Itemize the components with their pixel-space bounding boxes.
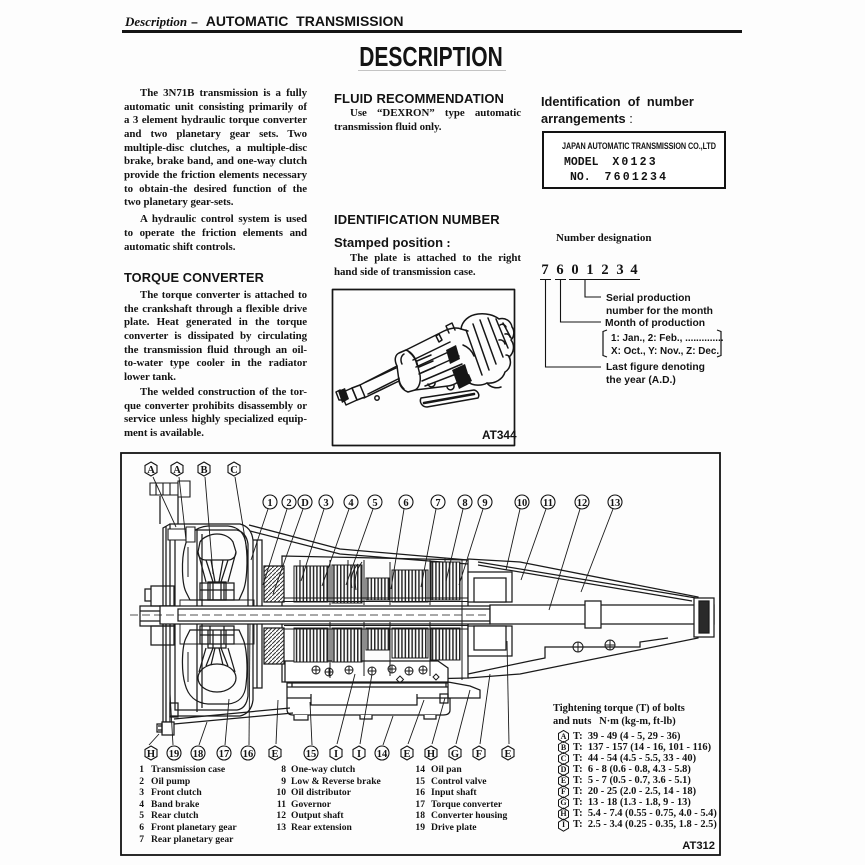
svg-text:T: 6 - 8 (0.6 - 0.8, 4.3 - 5.: T: 6 - 8 (0.6 - 0.8, 4.3 - 5.8) (573, 764, 691, 775)
svg-text:2: 2 (286, 498, 291, 509)
svg-text:4: 4 (348, 498, 354, 509)
svg-text:I: I (334, 749, 338, 760)
svg-text:H: H (427, 749, 435, 760)
svg-text:T: 137 - 157 (14 - 16, 101 -: T: 137 - 157 (14 - 16, 101 - 116) (573, 742, 711, 753)
svg-text:10: 10 (517, 498, 528, 509)
svg-text:Serial production: Serial production (606, 293, 691, 304)
svg-text:Month of production: Month of production (605, 318, 705, 329)
svg-text:6: 6 (403, 498, 408, 509)
svg-text:6: 6 (556, 262, 563, 278)
svg-text:C: C (230, 465, 238, 476)
svg-text:number for the month: number for the month (606, 306, 713, 317)
svg-text:1: Jan., 2: Feb., ............: 1: Jan., 2: Feb., .............. (611, 333, 724, 344)
svg-text:12: 12 (577, 498, 588, 509)
svg-text:E: E (403, 749, 410, 760)
svg-text:2: 2 (601, 262, 608, 278)
svg-text:B: B (200, 465, 207, 476)
svg-text:T: 20 - 25 (2.0 - 2.5, 14 - 1: T: 20 - 25 (2.0 - 2.5, 14 - 18) (573, 786, 696, 797)
svg-text:A: A (147, 465, 155, 476)
svg-text:H: H (147, 749, 155, 760)
svg-text:X: Oct., Y: Nov., Z: Dec.: X: Oct., Y: Nov., Z: Dec. (611, 346, 719, 357)
svg-text:D: D (301, 498, 309, 509)
svg-text:17: 17 (219, 749, 230, 760)
svg-text:T: 44 - 54 (4.5 - 5.5, 33 - 4: T: 44 - 54 (4.5 - 5.5, 33 - 40) (573, 753, 696, 764)
svg-text:9: 9 (482, 498, 487, 509)
svg-text:F: F (476, 749, 482, 760)
svg-text:A: A (561, 732, 567, 741)
svg-text:8: 8 (462, 498, 467, 509)
svg-text:B: B (561, 743, 567, 752)
svg-text:3: 3 (323, 498, 328, 509)
svg-text:AT312: AT312 (682, 840, 715, 852)
svg-text:I: I (562, 820, 565, 829)
svg-text:and nuts N·m (kg-m, ft-lb): and nuts N·m (kg-m, ft-lb) (553, 716, 676, 727)
svg-text:T: 13 - 18 (1.3 - 1.8, 9 - 13: T: 13 - 18 (1.3 - 1.8, 9 - 13) (573, 797, 691, 808)
svg-text:I: I (357, 749, 361, 760)
svg-text:Tightening torque (T) of bolts: Tightening torque (T) of bolts (553, 703, 685, 714)
svg-text:A: A (173, 465, 181, 476)
svg-text:7: 7 (541, 262, 548, 278)
svg-text:T: 5 - 7 (0.5 - 0.7, 3.6 - 5.: T: 5 - 7 (0.5 - 0.7, 3.6 - 5.1) (573, 775, 691, 786)
svg-text:4: 4 (630, 262, 637, 278)
svg-text:G: G (560, 798, 566, 807)
svg-text:1: 1 (586, 262, 593, 278)
svg-text:C: C (561, 754, 567, 763)
svg-text:F: F (561, 787, 566, 796)
svg-text:the year (A.D.): the year (A.D.) (606, 375, 676, 386)
svg-text:11: 11 (543, 498, 553, 509)
svg-text:T: 39 - 49 (4 - 5, 29 - 36): T: 39 - 49 (4 - 5, 29 - 36) (573, 731, 680, 742)
svg-text:D: D (561, 765, 567, 774)
svg-text:E: E (561, 776, 566, 785)
svg-text:5: 5 (372, 498, 377, 509)
svg-text:Last figure denoting: Last figure denoting (606, 362, 705, 373)
svg-text:16: 16 (243, 749, 254, 760)
svg-text:15: 15 (306, 749, 317, 760)
svg-text:14: 14 (377, 749, 388, 760)
svg-text:0: 0 (571, 262, 578, 278)
svg-text:T: 2.5 - 3.4 (0.25 - 0.35, 1.: T: 2.5 - 3.4 (0.25 - 0.35, 1.8 - 2.5) (573, 819, 717, 830)
svg-text:19: 19 (169, 749, 180, 760)
svg-text:3: 3 (616, 262, 623, 278)
svg-text:18: 18 (193, 749, 204, 760)
svg-text:H: H (560, 809, 567, 818)
svg-text:E: E (504, 749, 511, 760)
svg-text:7: 7 (435, 498, 440, 509)
svg-text:AT344: AT344 (482, 428, 517, 442)
svg-text:1: 1 (267, 498, 272, 509)
svg-text:G: G (451, 749, 459, 760)
svg-text:13: 13 (610, 498, 621, 509)
svg-text:E: E (271, 749, 278, 760)
svg-text:T: 5.4 - 7.4 (0.55 - 0.75, 4.: T: 5.4 - 7.4 (0.55 - 0.75, 4.0 - 5.4) (573, 808, 717, 819)
